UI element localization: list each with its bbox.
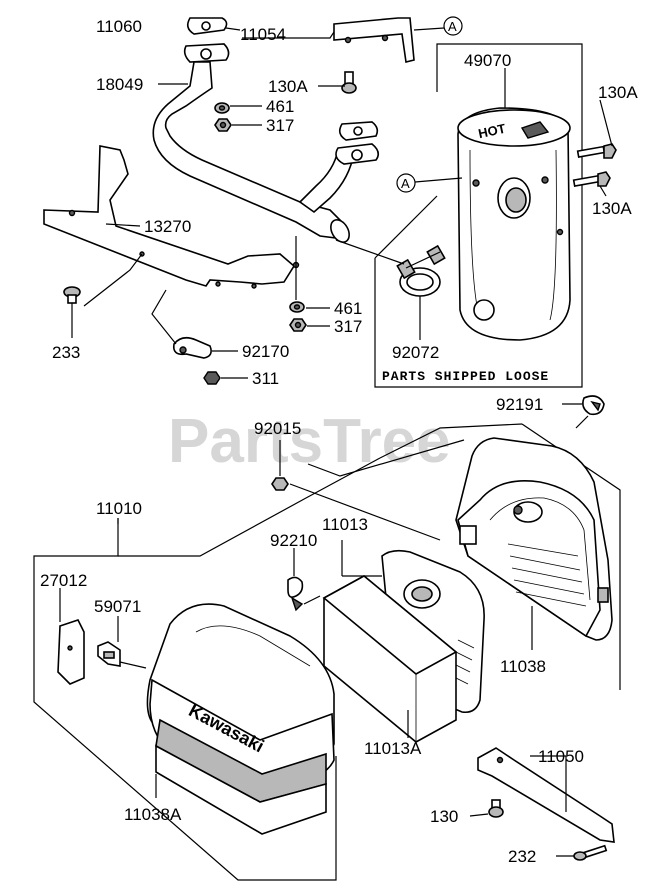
filter-leader-lines xyxy=(117,518,533,798)
label-92191[interactable]: 92191 xyxy=(496,395,543,414)
muffler-49070[interactable]: HOT xyxy=(457,107,571,341)
bracket-11050[interactable] xyxy=(477,747,615,843)
part-labels: 11060 11054 18049 130A 461 317 49070 130… xyxy=(40,17,638,866)
label-13270[interactable]: 13270 xyxy=(144,217,191,236)
exhaust-leader-lines xyxy=(71,27,613,379)
washer-461-top[interactable] xyxy=(214,102,230,114)
label-130a-right-2[interactable]: 130A xyxy=(592,199,632,218)
label-49070[interactable]: 49070 xyxy=(464,51,511,70)
bolt-130a-top[interactable] xyxy=(341,71,357,94)
hinge-59071[interactable] xyxy=(97,616,147,669)
washer-461-mid[interactable] xyxy=(289,301,305,313)
nut-317-mid[interactable] xyxy=(289,318,307,332)
label-311[interactable]: 311 xyxy=(252,369,279,388)
parts-shipped-loose-box: PARTS SHIPPED LOOSE xyxy=(374,43,583,388)
bracket-11054[interactable] xyxy=(333,17,415,63)
callout-a-mid: A xyxy=(396,173,463,193)
label-11060[interactable]: 11060 xyxy=(96,17,142,36)
label-461-mid[interactable]: 461 xyxy=(334,299,362,318)
label-11010[interactable]: 11010 xyxy=(96,499,142,518)
muffler-hot-text: HOT xyxy=(477,121,507,141)
label-59071[interactable]: 59071 xyxy=(94,597,141,616)
screw-233[interactable] xyxy=(63,286,81,304)
label-11013a[interactable]: 11013A xyxy=(364,739,422,758)
label-130a-top[interactable]: 130A xyxy=(268,77,308,96)
latch-27012[interactable] xyxy=(57,588,85,685)
label-11038[interactable]: 11038 xyxy=(500,657,546,676)
bolt-232[interactable] xyxy=(556,844,608,861)
nut-92015[interactable] xyxy=(271,440,441,541)
nut-317-top[interactable] xyxy=(214,118,232,132)
label-233[interactable]: 233 xyxy=(52,343,80,362)
nut-311[interactable] xyxy=(203,371,221,385)
label-317-top[interactable]: 317 xyxy=(266,116,294,135)
label-317-mid[interactable]: 317 xyxy=(334,317,362,336)
label-130[interactable]: 130 xyxy=(430,807,458,826)
label-461-top[interactable]: 461 xyxy=(266,97,294,116)
label-11050[interactable]: 11050 xyxy=(538,747,584,766)
label-27012[interactable]: 27012 xyxy=(40,571,87,590)
clip-92191[interactable] xyxy=(562,395,605,429)
air-cleaner-base-11038[interactable] xyxy=(455,437,613,641)
clip-92210[interactable] xyxy=(287,548,321,612)
label-232[interactable]: 232 xyxy=(508,847,536,866)
pre-filter-11013a[interactable] xyxy=(322,575,458,743)
label-11038a[interactable]: 11038A xyxy=(124,805,182,824)
callout-a-top: A xyxy=(413,16,463,36)
air-cleaner-assembly-outline xyxy=(33,423,621,881)
label-11054[interactable]: 11054 xyxy=(240,25,286,44)
label-130a-right-1[interactable]: 130A xyxy=(598,83,638,102)
label-92210[interactable]: 92210 xyxy=(270,531,317,550)
callout-a-label: A xyxy=(448,19,457,34)
bolt-130a-right-2[interactable] xyxy=(572,171,611,187)
label-92072[interactable]: 92072 xyxy=(392,343,439,362)
parts-shipped-loose-note: PARTS SHIPPED LOOSE xyxy=(382,369,549,384)
label-11013[interactable]: 11013 xyxy=(322,515,368,534)
exhaust-pipe-18049[interactable] xyxy=(152,43,380,245)
gasket-11060[interactable] xyxy=(186,17,228,35)
watermark: PartsTree xyxy=(168,407,451,476)
callout-a-mid-label: A xyxy=(401,176,410,191)
label-92015[interactable]: 92015 xyxy=(254,419,301,438)
screw-130[interactable] xyxy=(469,799,504,818)
bolt-130a-right-1[interactable] xyxy=(576,143,617,159)
clamp-92072[interactable] xyxy=(396,244,446,297)
label-18049[interactable]: 18049 xyxy=(96,75,143,94)
label-92170[interactable]: 92170 xyxy=(242,342,289,361)
clamp-92170[interactable] xyxy=(172,336,212,359)
air-cleaner-cover-11038a[interactable]: Kawasaki xyxy=(146,603,335,835)
